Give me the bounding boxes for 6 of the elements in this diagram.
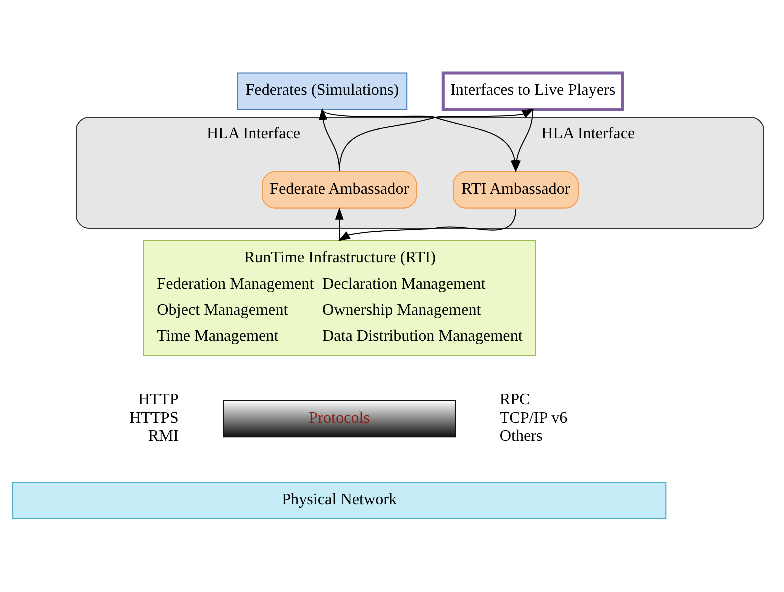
node-label: Others xyxy=(499,428,542,445)
node-label: TCP/IP v6 xyxy=(499,410,568,427)
node-label: RPC xyxy=(499,392,530,409)
node-label: HTTPS xyxy=(129,410,178,427)
node-label: HTTP xyxy=(138,392,178,409)
node-label: RMI xyxy=(148,428,178,445)
